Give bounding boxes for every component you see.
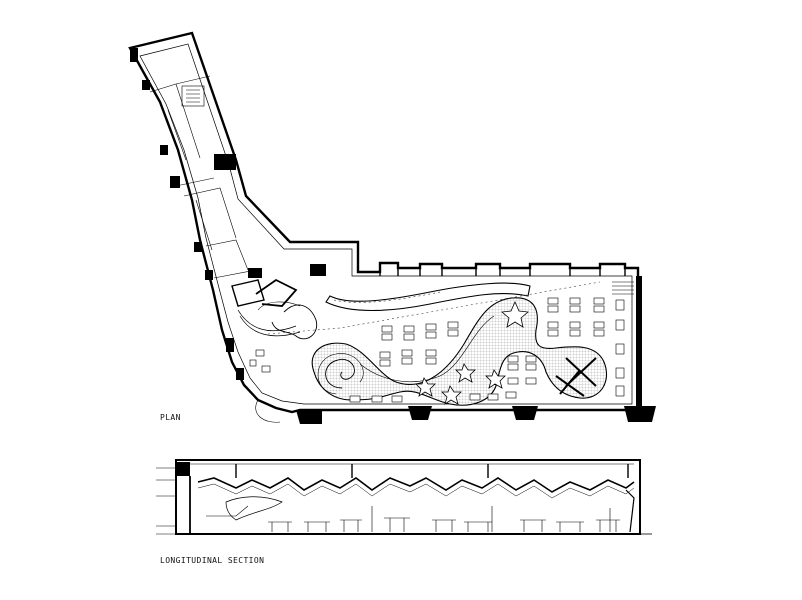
plan-window-bays [379,268,626,276]
plan-star-seats [415,363,506,405]
plan-banquette [271,304,318,340]
plan-cross-tables [555,357,597,397]
floor-plan [128,31,656,424]
longitudinal-section [156,459,652,535]
plan-wall-masses [130,48,326,380]
plan-serpentine-feature [311,297,607,406]
plan-inner-wall [139,43,633,405]
plan-stair [612,281,634,295]
plan-columns [296,276,656,424]
plan-wing-interior [149,75,257,279]
plan-swirl [325,358,355,389]
plan-title: PLAN [160,413,181,422]
section-beams [235,464,629,478]
section-sculpture [225,496,283,521]
plan-outer-wall [128,31,640,414]
plan-bar-counter [325,282,531,311]
section-folded-ceiling [197,477,635,493]
plan-door-swing [255,399,281,423]
section-furniture [268,506,620,532]
plan-star-table [501,301,529,328]
section-wall-mass [176,462,190,476]
plan-seating-grid [249,297,625,403]
section-title: LONGITUDINAL SECTION [160,556,265,565]
plan-serpentine-inner [359,315,495,383]
